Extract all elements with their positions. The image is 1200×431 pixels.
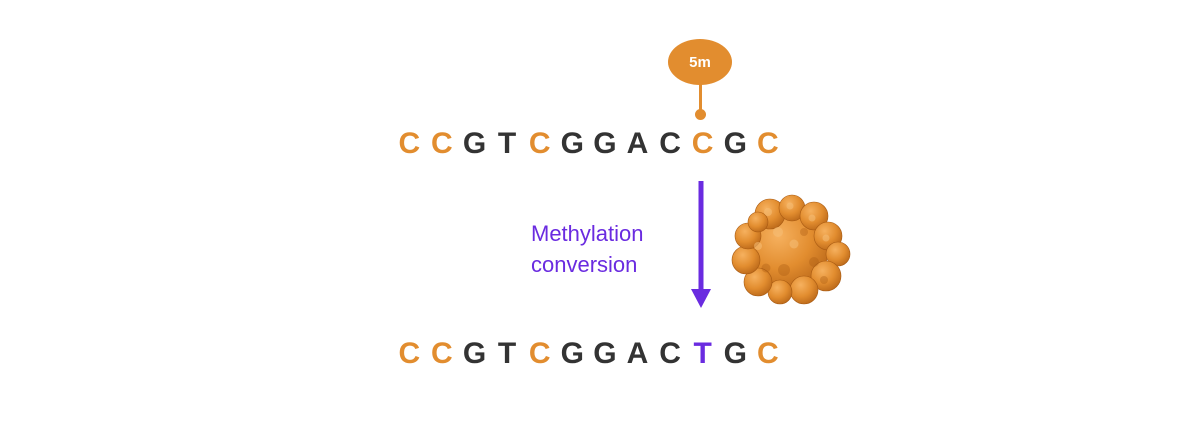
protein-surface-icon — [731, 194, 851, 305]
nucleotide-t: T — [497, 337, 517, 370]
nucleotide-c: C — [528, 337, 551, 370]
nucleotide-c: C — [659, 337, 681, 370]
nucleotide-c: C — [398, 337, 421, 370]
nucleotide-t: T — [497, 127, 517, 160]
nucleotide-g: G — [560, 337, 584, 370]
methylation-marker-bubble: 5m — [668, 39, 732, 85]
nucleotide-g: G — [723, 127, 747, 160]
nucleotide-a: A — [626, 127, 649, 160]
nucleotide-g: G — [462, 127, 487, 160]
nucleotide-c: C — [756, 337, 779, 370]
nucleotide-g: G — [723, 337, 747, 370]
nucleotide-g: G — [560, 127, 584, 160]
nucleotide-g: G — [593, 127, 617, 160]
methylation-marker-label: 5m — [689, 53, 711, 71]
nucleotide-a: A — [626, 337, 649, 370]
nucleotide-c: C — [431, 127, 453, 160]
nucleotide-c: C — [691, 127, 714, 160]
nucleotide-g: G — [593, 337, 617, 370]
nucleotide-t: T — [693, 337, 712, 370]
conversion-caption: Methylation conversion — [531, 218, 644, 280]
nucleotide-g: G — [462, 337, 487, 370]
down-arrow-icon — [691, 181, 711, 308]
methylation-marker-stem — [699, 84, 702, 112]
nucleotide-c: C — [528, 127, 551, 160]
caption-line-1: Methylation — [531, 221, 644, 246]
nucleotide-c: C — [756, 127, 779, 160]
nucleotide-c: C — [659, 127, 681, 160]
methylation-marker-dot — [695, 109, 706, 120]
caption-line-2: conversion — [531, 252, 638, 277]
nucleotide-c: C — [431, 337, 453, 370]
nucleotide-c: C — [398, 127, 421, 160]
